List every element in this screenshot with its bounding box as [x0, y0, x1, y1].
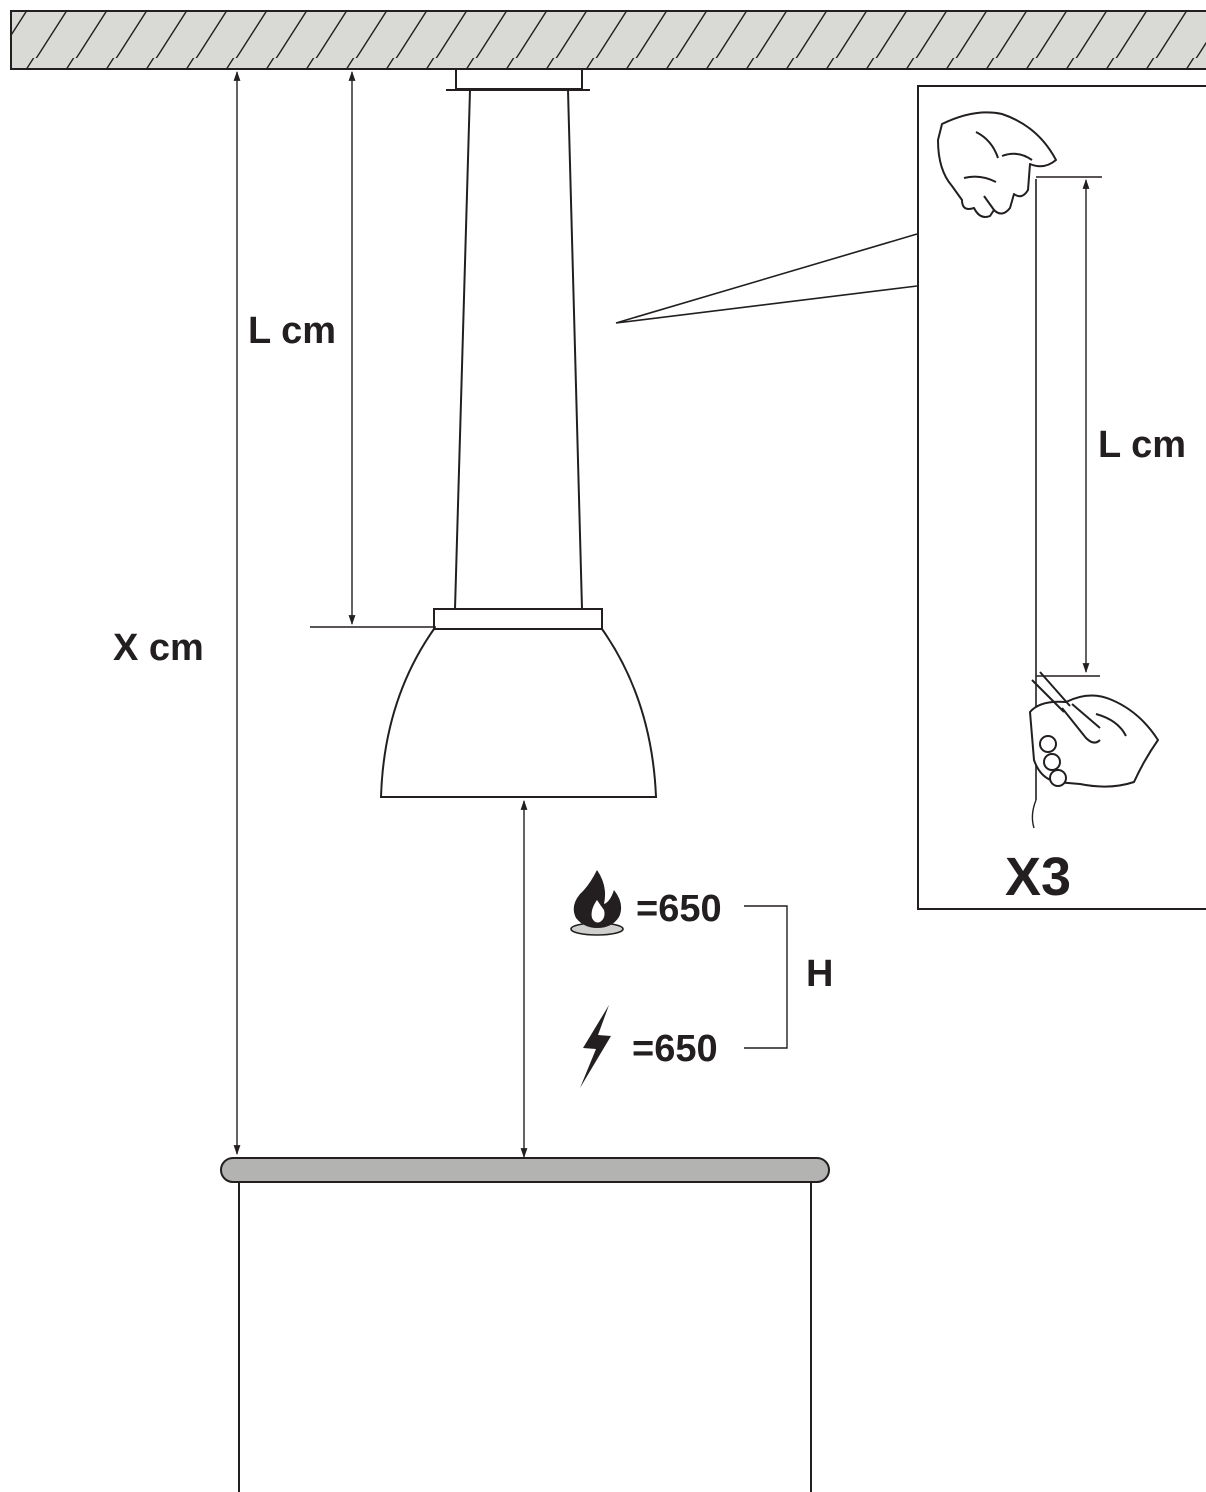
electric-distance-value: =650	[632, 1028, 718, 1070]
hood	[379, 68, 658, 798]
dimension-lines	[233, 71, 788, 1158]
detail-panel	[917, 85, 1206, 910]
gas-distance-value: =650	[636, 888, 722, 930]
ceiling-mount	[455, 68, 583, 90]
worktop	[220, 1157, 830, 1492]
hood-chimney	[453, 89, 584, 610]
gas-flame-icon	[570, 870, 624, 936]
hand-with-pliers-icon	[1029, 671, 1159, 788]
hand-holding-cable-icon	[937, 111, 1057, 218]
lightning-bolt-icon	[580, 1005, 611, 1088]
hood-collar	[433, 608, 603, 630]
h-label: H	[806, 953, 833, 995]
detail-l-cm-label: L cm	[1098, 424, 1186, 466]
hood-bell	[379, 628, 658, 798]
ceiling	[10, 10, 1206, 70]
h-bracket	[744, 905, 788, 1049]
l-cm-label: L cm	[248, 310, 336, 352]
x-cm-label: X cm	[113, 627, 204, 669]
quantity-label: X3	[1005, 847, 1071, 907]
callout-pointer	[615, 233, 918, 324]
